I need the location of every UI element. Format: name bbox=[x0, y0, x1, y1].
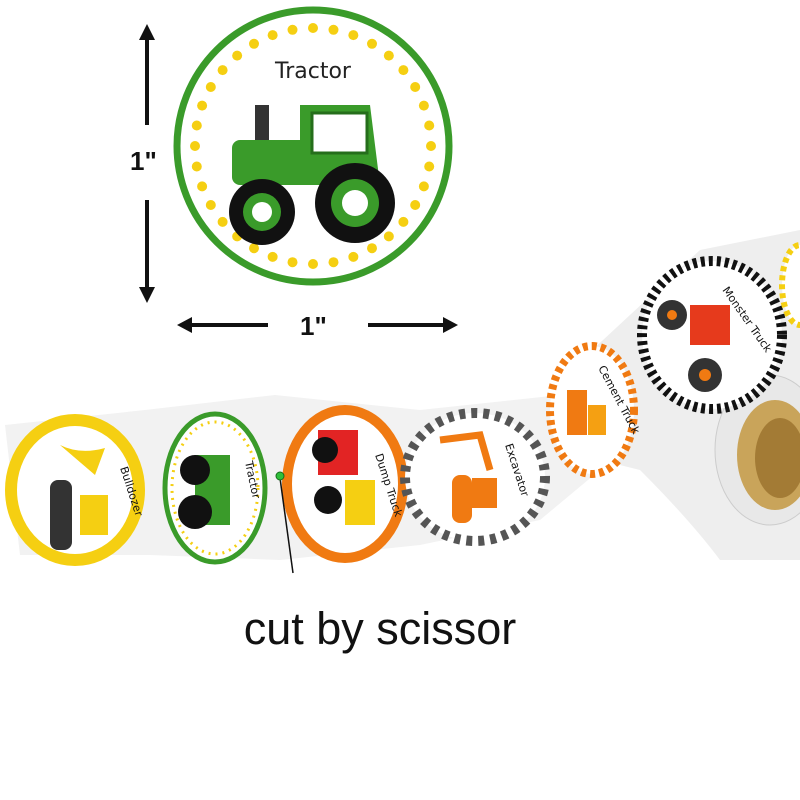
cut-caption: cut by scissor bbox=[243, 603, 517, 654]
ring-dot bbox=[426, 141, 436, 151]
ring-dot bbox=[398, 65, 409, 76]
ring-dot bbox=[267, 30, 278, 41]
ring-dot bbox=[424, 161, 435, 172]
ring-dot bbox=[410, 200, 421, 210]
ring-dot bbox=[398, 216, 409, 227]
ring-dot bbox=[190, 141, 200, 151]
sticker-monster-truck: Monster Truck bbox=[637, 256, 787, 414]
width-label: 1" bbox=[300, 311, 327, 341]
ring-dot bbox=[328, 24, 339, 35]
ring-dot bbox=[328, 257, 339, 268]
height-label: 1" bbox=[130, 146, 157, 176]
ring-dot bbox=[287, 24, 298, 35]
ring-dot bbox=[348, 251, 359, 262]
sticker-tractor: Tractor bbox=[162, 411, 268, 565]
sticker-partial bbox=[779, 242, 800, 328]
tractor-icon bbox=[229, 105, 395, 245]
sticker-dump-truck: Dump Truck bbox=[282, 405, 408, 563]
ring-dot bbox=[197, 181, 208, 192]
ring-dot bbox=[308, 23, 318, 33]
featured-sticker-label: Tractor bbox=[274, 59, 352, 84]
height-dimension-arrow bbox=[139, 24, 155, 303]
ring-dot bbox=[383, 231, 394, 242]
ring-dot bbox=[232, 50, 243, 61]
ring-dot bbox=[348, 30, 359, 41]
ring-dot bbox=[191, 161, 202, 172]
ring-dot bbox=[197, 100, 208, 111]
ring-dot bbox=[217, 216, 228, 227]
ring-dot bbox=[249, 38, 259, 49]
ring-dot bbox=[205, 82, 216, 92]
ring-dot bbox=[308, 259, 318, 269]
width-dimension-arrow bbox=[177, 317, 458, 333]
ring-dot bbox=[287, 257, 298, 268]
cut-point-marker bbox=[275, 471, 285, 481]
ring-dot bbox=[418, 181, 429, 192]
ring-dot bbox=[367, 38, 377, 49]
ring-dot bbox=[383, 50, 394, 61]
featured-tractor-sticker: Tractor bbox=[173, 6, 453, 286]
ring-dot bbox=[267, 251, 278, 262]
sticker-bulldozer: Bulldozer bbox=[5, 414, 146, 566]
ring-dot bbox=[410, 82, 421, 92]
sticker-cement-truck: Cement Truck bbox=[546, 342, 643, 478]
ring-dot bbox=[205, 200, 216, 210]
ring-dot bbox=[424, 120, 435, 131]
ring-dot bbox=[217, 65, 228, 76]
ring-dot bbox=[191, 120, 202, 131]
ring-dot bbox=[367, 243, 377, 254]
sticker-excavator: Excavator bbox=[400, 408, 550, 546]
cut-pointer-line bbox=[279, 477, 294, 574]
ring-dot bbox=[249, 243, 259, 254]
ring-dot bbox=[418, 100, 429, 111]
